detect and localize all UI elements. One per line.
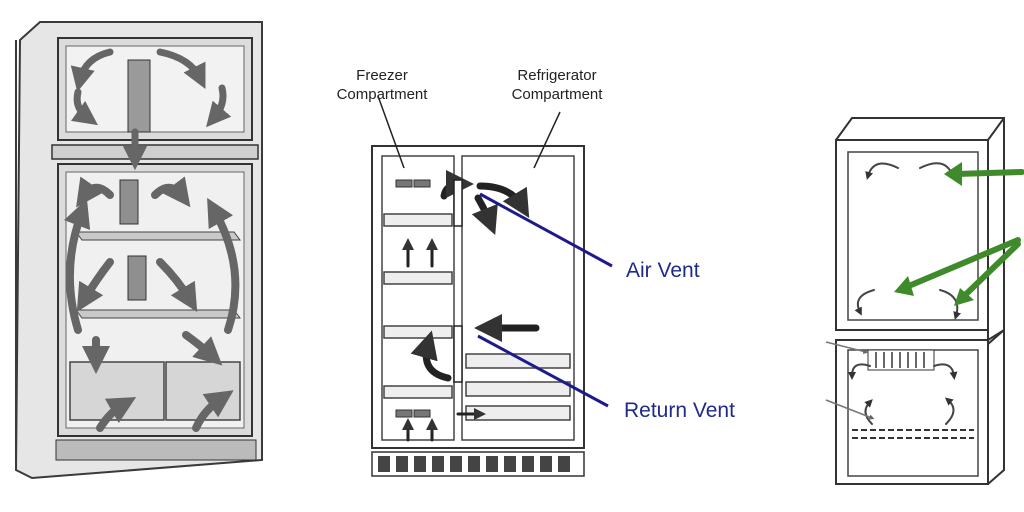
air-vent-label: Air Vent	[626, 259, 700, 282]
freezer-compartment-label: Freezer Compartment	[316, 68, 448, 102]
refrigerator-compartment-label: Refrigerator Compartment	[492, 68, 622, 102]
freezer-label-line1: Freezer	[356, 67, 408, 84]
return-vent-label: Return Vent	[624, 399, 735, 422]
airflow-arrows-side-by-side	[410, 170, 540, 382]
side-by-side-fridge	[371, 95, 613, 477]
bottom-freezer-fridge	[825, 117, 1024, 485]
refrigerator-label-line1: Refrigerator	[517, 67, 597, 84]
top-freezer-fridge	[14, 21, 263, 480]
green-pointer-arrows	[901, 169, 1024, 301]
freezer-label-line2: Compartment	[336, 86, 428, 103]
airflow-arrows-bottom-freezer	[848, 162, 961, 425]
refrigerator-label-line2: Compartment	[511, 86, 603, 103]
airflow-arrows-fresh-food	[63, 176, 240, 432]
airflow-arrows-freezer	[70, 48, 232, 171]
